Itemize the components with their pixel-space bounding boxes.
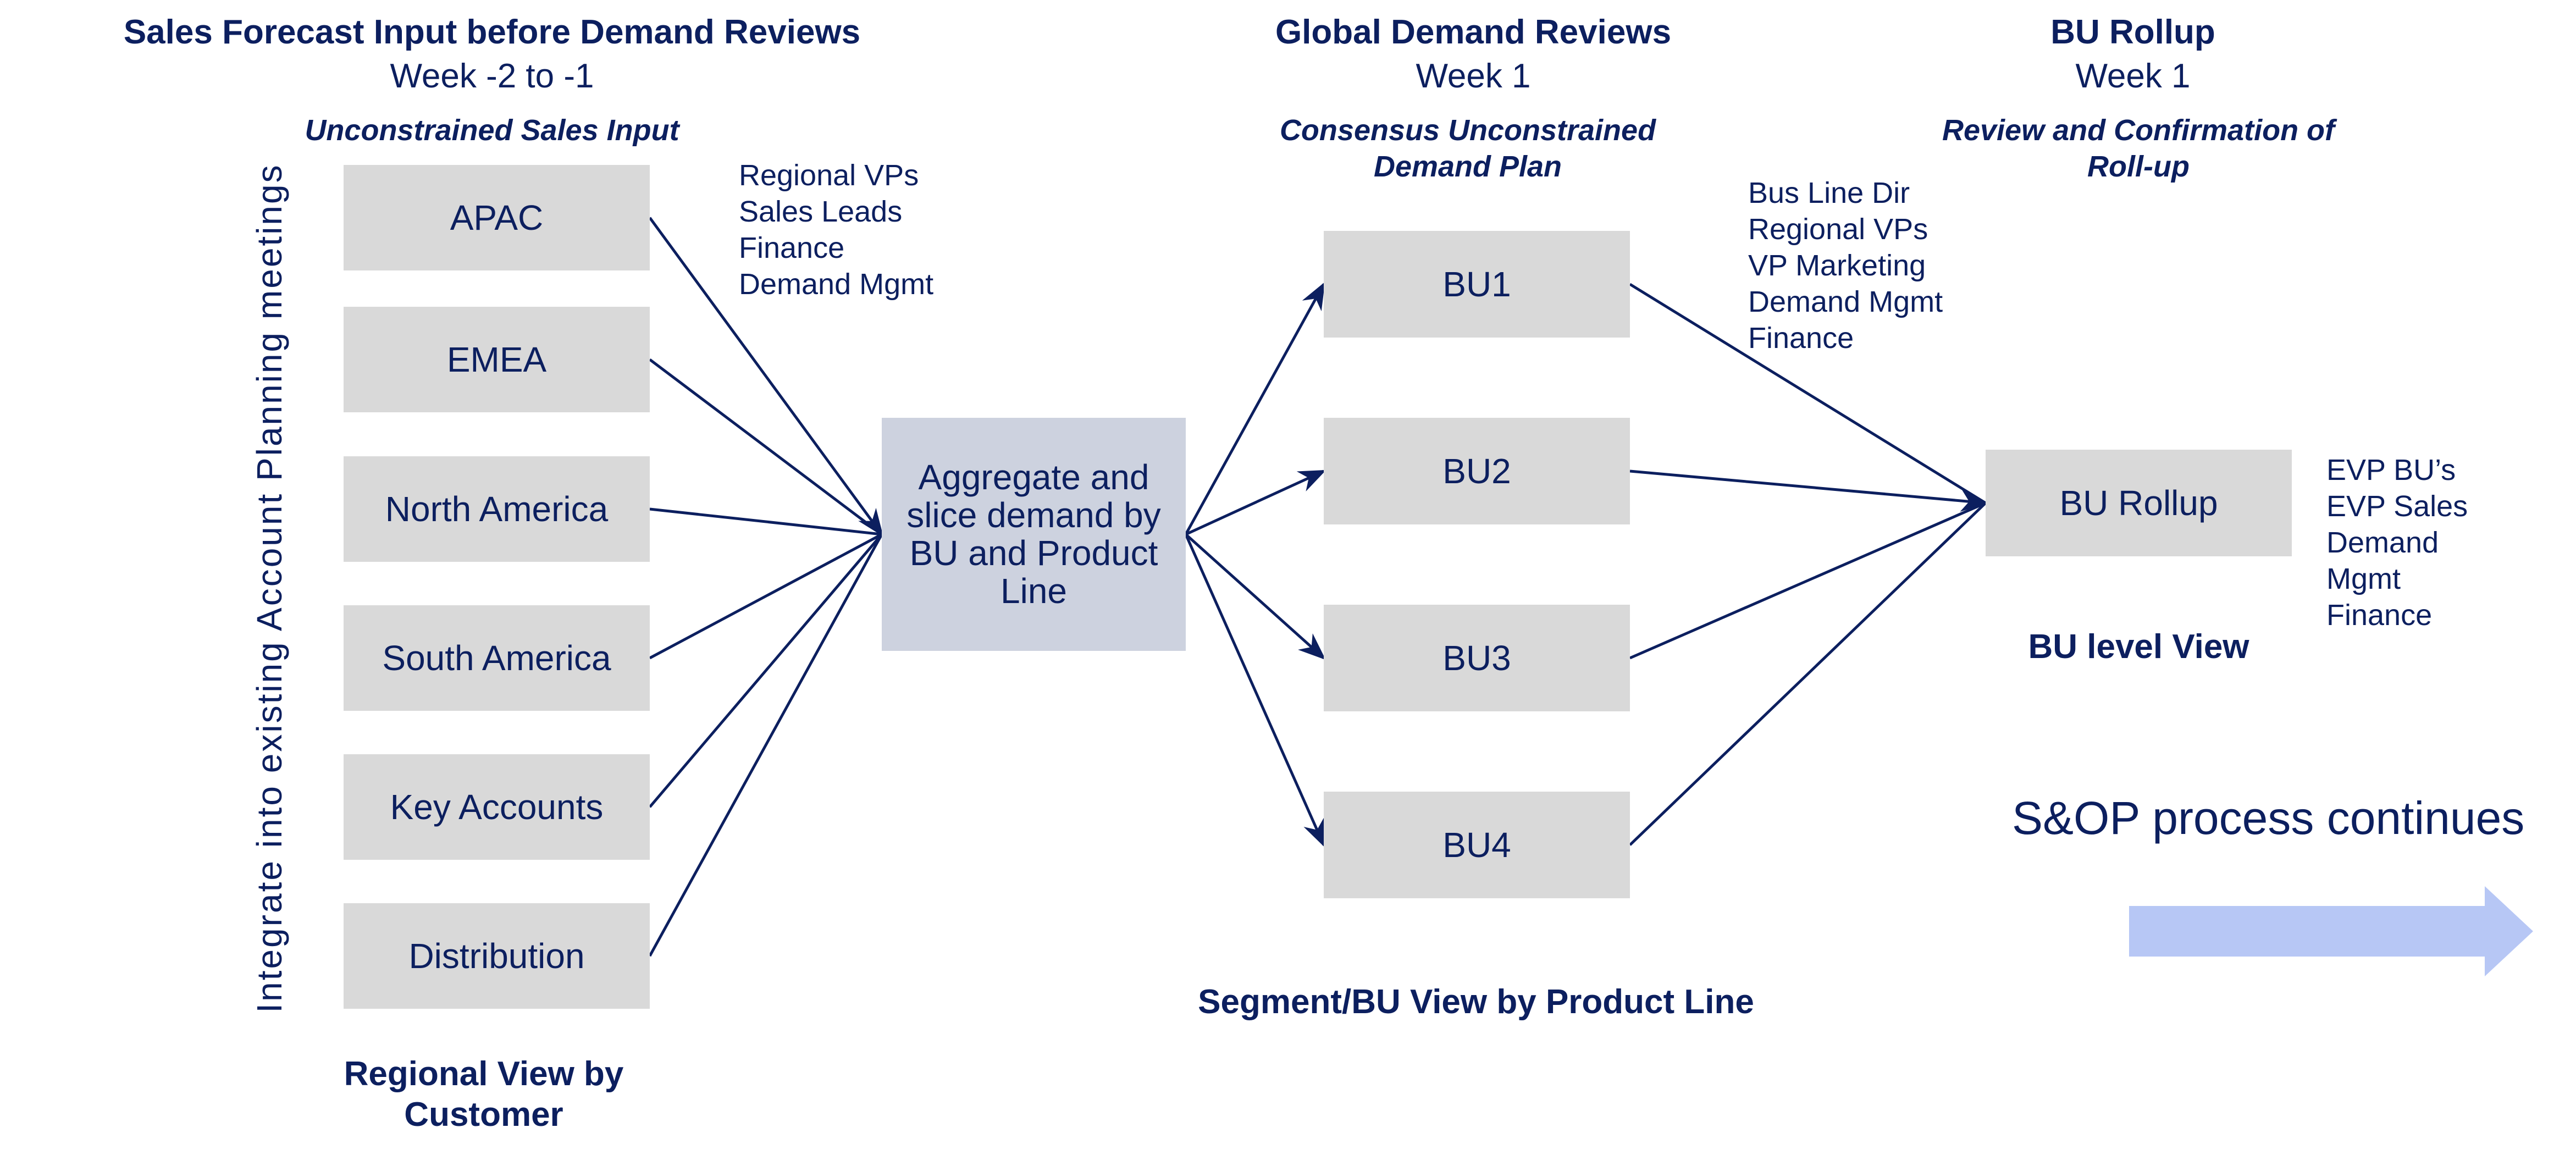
header-subtitle-line2: Demand Plan: [1373, 150, 1562, 183]
connector-region-4-to-aggregate: [649, 533, 883, 808]
connector-region-1-to-aggregate: [649, 358, 883, 535]
header-title: Global Demand Reviews: [1275, 13, 1672, 51]
region-box-north-america: North America: [344, 456, 650, 562]
stakeholder: Demand: [2326, 526, 2439, 559]
rollup-stakeholders: EVP BU’s EVP Sales Demand Mgmt Finance: [2326, 452, 2468, 633]
bu-box-3: BU3: [1324, 605, 1630, 711]
segment-view-label: Segment/BU View by Product Line: [1198, 983, 1754, 1021]
stakeholder: Demand Mgmt: [739, 268, 934, 301]
header-subtitle-line1: Consensus Unconstrained: [1279, 113, 1656, 147]
connector-region-0-to-aggregate: [648, 217, 883, 537]
region-box-key-accounts: Key Accounts: [344, 754, 650, 860]
header-title: BU Rollup: [2050, 13, 2215, 51]
stakeholder: Regional VPs: [739, 159, 919, 192]
aggregate-box: Aggregate and slice demand by BU and Pro…: [882, 418, 1186, 651]
stakeholder: Regional VPs: [1748, 213, 1928, 246]
connector-aggregate-to-bu1: [1184, 281, 1325, 535]
stakeholder: Sales Leads: [739, 195, 903, 228]
stakeholder: VP Marketing: [1748, 249, 1926, 282]
header-subtitle: Unconstrained Sales Input: [305, 113, 679, 147]
header-title: Sales Forecast Input before Demand Revie…: [123, 13, 861, 51]
side-label-vertical: Integrate into existing Account Planning…: [250, 163, 289, 1013]
bu-stakeholders: Bus Line Dir Regional VPs VP Marketing D…: [1748, 175, 1943, 356]
header-subtitle-line2: Roll-up: [2087, 150, 2190, 183]
region-box-apac: APAC: [344, 165, 650, 270]
region-box-emea: EMEA: [344, 307, 650, 412]
bu-box-2: BU2: [1324, 418, 1630, 524]
stakeholder: EVP BU’s: [2326, 454, 2456, 487]
stakeholder: Demand Mgmt: [1748, 285, 1943, 318]
regional-view-line2: Customer: [404, 1096, 563, 1134]
bu-rollup-header: BU Rollup Week 1 Review and Confirmation…: [1858, 12, 2408, 185]
sales-forecast-header: Sales Forecast Input before Demand Revie…: [82, 12, 902, 149]
header-week: Week 1: [2075, 57, 2191, 96]
header-subtitle-line1: Review and Confirmation of: [1942, 113, 2335, 147]
bu-box-1: BU1: [1324, 231, 1630, 338]
aggregate-line: BU and Product: [909, 533, 1158, 573]
connector-aggregate-to-bu2: [1185, 469, 1326, 536]
aggregate-line: slice demand by: [906, 495, 1161, 535]
process-continues-arrow: [2129, 886, 2533, 976]
connector-bu3-to-rollup: [1629, 501, 1986, 660]
connector-aggregate-to-bu3: [1185, 533, 1326, 660]
stakeholder: Finance: [2326, 599, 2433, 632]
regional-view-line1: Regional View by: [344, 1055, 624, 1093]
process-continues-label: S&OP process continues: [2012, 792, 2525, 844]
connector-region-3-to-aggregate: [649, 533, 883, 660]
regional-view-label: Regional View by Customer: [308, 1054, 660, 1136]
region-box-south-america: South America: [344, 605, 650, 711]
header-week: Week -2 to -1: [390, 57, 594, 96]
connector-region-2-to-aggregate: [649, 507, 882, 536]
stakeholder: Bus Line Dir: [1748, 176, 1910, 209]
stakeholder: Mgmt: [2326, 562, 2401, 595]
connector-bu1-to-rollup: [1629, 283, 1987, 505]
regional-stakeholders: Regional VPs Sales Leads Finance Demand …: [739, 157, 933, 302]
aggregate-line: Line: [1000, 571, 1067, 611]
connector-aggregate-to-bu4: [1184, 533, 1325, 848]
stakeholder: Finance: [739, 231, 845, 264]
header-week: Week 1: [1416, 57, 1531, 96]
bu-level-view-label: BU level View: [2028, 628, 2249, 666]
global-demand-header: Global Demand Reviews Week 1 Consensus U…: [1198, 12, 1748, 185]
stakeholder: Finance: [1748, 322, 1854, 355]
connector-bu2-to-rollup: [1629, 469, 1988, 512]
region-box-distribution: Distribution: [344, 903, 650, 1009]
bu-box-4: BU4: [1324, 792, 1630, 898]
stakeholder: EVP Sales: [2326, 490, 2468, 523]
bu-rollup-box: BU Rollup: [1986, 450, 2292, 556]
connector-bu4-to-rollup: [1629, 502, 1987, 846]
connector-region-5-to-aggregate: [648, 533, 883, 957]
aggregate-line: Aggregate and: [918, 457, 1149, 497]
